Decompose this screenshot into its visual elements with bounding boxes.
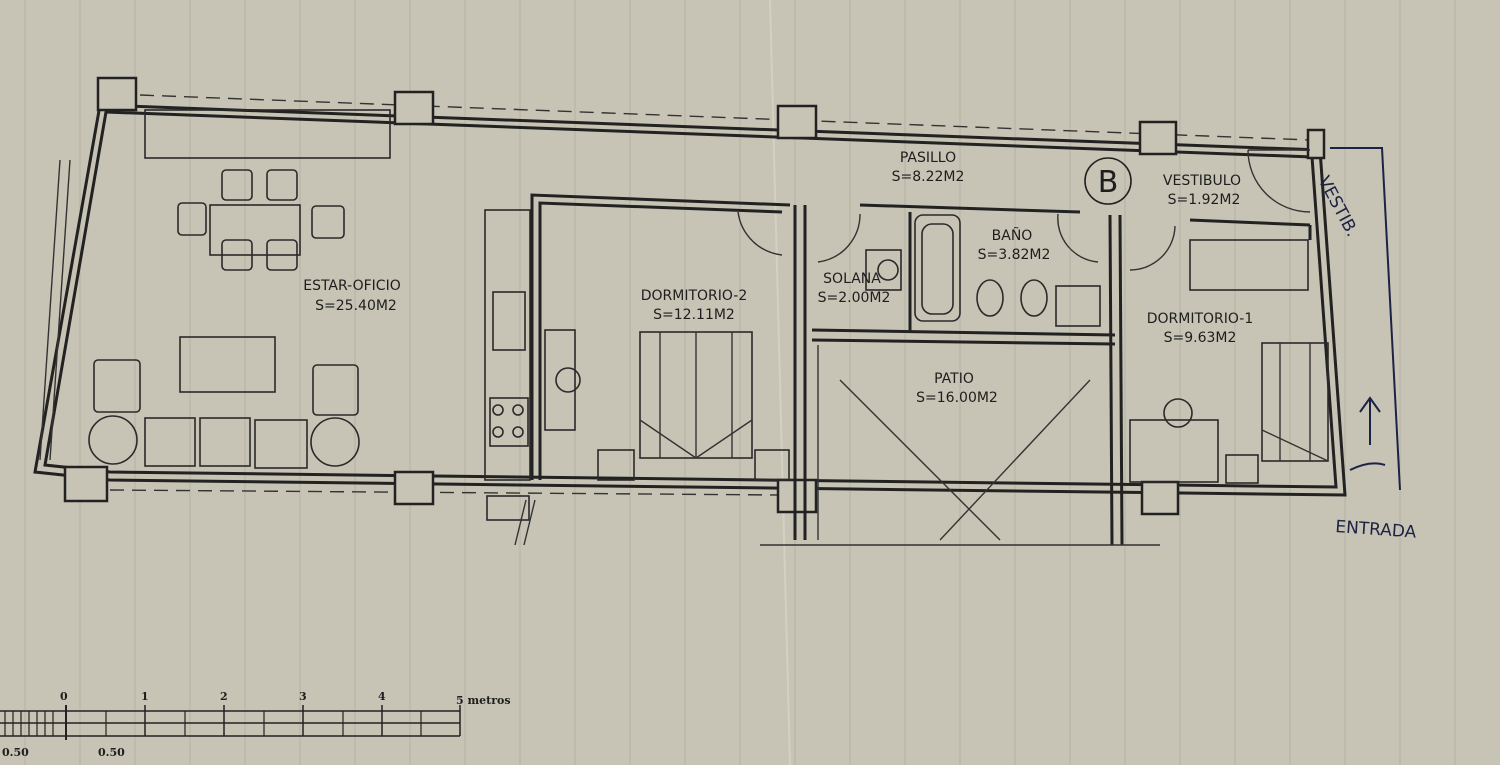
scale-tick-4: 4 [378,690,386,703]
room-area-solana: S=2.00M2 [818,290,891,306]
doors [737,149,1311,271]
room-area-bano: S=3.82M2 [978,247,1051,263]
kitchen-counter [484,209,536,546]
graphic-scale [0,705,461,740]
handwritten-vestidor: VESTIB. [1314,173,1362,240]
scale-tick-0: 0 [60,690,68,703]
dormitorio-1-furniture [1129,239,1329,484]
room-area-pasillo: S=8.22M2 [892,169,965,185]
scale-sub-label-left: 0.50 [2,746,29,759]
room-name-bano: BAÑO [992,227,1033,244]
dormitorio-2-furniture [544,329,790,481]
structural-columns [63,76,1326,516]
interior-walls [530,193,1312,546]
handwritten-entrada: ENTRADA [1335,517,1418,543]
scale-tick-2: 2 [220,690,228,703]
scale-sub-label-right: 0.50 [98,746,125,759]
scale-tick-5: 5 metros [456,694,511,707]
room-area-dormitorio-2: S=12.11M2 [653,307,735,323]
room-name-vestibulo: VESTIBULO [1163,173,1241,189]
room-name-dormitorio-1: DORMITORIO-1 [1147,311,1254,327]
room-name-solana: SOLANA [823,271,881,287]
bathroom-fixtures [865,214,1101,327]
unit-marker-circle [1084,157,1132,205]
room-name-pasillo: PASILLO [900,150,956,166]
room-name-patio: PATIO [934,371,974,387]
handwritten-annotations [1330,147,1401,491]
outer-walls [33,94,1347,497]
room-area-dormitorio-1: S=9.63M2 [1164,330,1237,346]
unit-marker: B [1098,165,1119,200]
room-name-dormitorio-2: DORMITORIO-2 [641,288,748,304]
scale-tick-3: 3 [299,690,307,703]
room-area-vestibulo: S=1.92M2 [1168,192,1241,208]
room-area-patio: S=16.00M2 [916,390,998,406]
estar-furniture [88,109,391,469]
room-area-estar-oficio: S=25.40M2 [315,298,397,314]
scale-tick-1: 1 [141,690,149,703]
paper-ruling [24,0,1456,765]
room-name-estar-oficio: ESTAR-OFICIO [303,278,401,294]
patio-markings [817,345,1091,541]
